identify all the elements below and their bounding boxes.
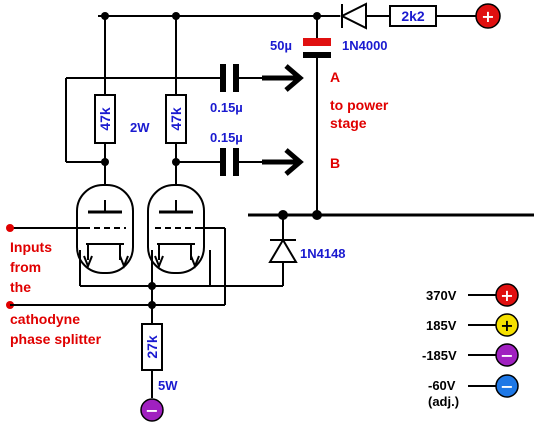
resistor-47k-right-label: 47k bbox=[168, 107, 184, 131]
diode-1n4000-label: 1N4000 bbox=[342, 38, 388, 53]
inputs-label-line2: from bbox=[10, 259, 41, 275]
resistor-2k2-label: 2k2 bbox=[401, 8, 425, 24]
capacitor-50u-label: 50µ bbox=[270, 38, 292, 53]
negative-supply-terminal: − bbox=[140, 398, 164, 422]
minus-icon: − bbox=[500, 377, 513, 396]
legend-label: 185V bbox=[426, 318, 457, 333]
plus-icon: + bbox=[500, 316, 513, 335]
inputs-label-line4: cathodyne bbox=[10, 311, 80, 327]
valve-right bbox=[147, 184, 205, 274]
legend-item-370v: 370V + bbox=[426, 283, 519, 307]
inputs-label-line1: Inputs bbox=[10, 239, 52, 255]
legend-label: -60V bbox=[428, 378, 456, 393]
valve-left bbox=[76, 184, 134, 274]
junction-dot bbox=[172, 158, 180, 166]
output-b-arrow bbox=[262, 148, 304, 176]
capacitor-015u-top-label: 0.15µ bbox=[210, 100, 243, 115]
power-rating-2w: 2W bbox=[130, 120, 150, 135]
inputs-label-line5: phase splitter bbox=[10, 331, 102, 347]
input-node-dot bbox=[6, 224, 14, 232]
capacitor-015u-bottom-plate-a bbox=[220, 148, 226, 176]
inputs-label-line3: the bbox=[10, 279, 31, 295]
capacitor-015u-top-plate-b bbox=[233, 64, 239, 92]
capacitor-015u-bottom-label: 0.15µ bbox=[210, 130, 243, 145]
resistor-2k2: 2k2 bbox=[389, 5, 437, 27]
resistor-27k-label: 27k bbox=[144, 335, 160, 359]
legend-label: -185V bbox=[422, 348, 457, 363]
power-rating-5w: 5W bbox=[158, 378, 178, 393]
capacitor-015u-top-plate-a bbox=[220, 64, 226, 92]
plus-icon: + bbox=[500, 286, 513, 305]
capacitor-50u-negative-plate bbox=[303, 52, 331, 58]
legend-label: 370V bbox=[426, 288, 457, 303]
output-a-label: A bbox=[330, 69, 340, 85]
resistor-27k: 27k bbox=[141, 323, 163, 371]
minus-icon: − bbox=[500, 346, 513, 365]
diode-1n4148 bbox=[268, 238, 298, 263]
junction-dot bbox=[101, 158, 109, 166]
resistor-47k-left-label: 47k bbox=[97, 107, 113, 131]
resistor-47k-left: 47k bbox=[94, 94, 116, 144]
output-description-line2: stage bbox=[330, 115, 367, 131]
voltage-legend: 370V + 185V + -185V − -60V (adj.) − bbox=[422, 283, 519, 409]
capacitor-50u-positive-plate bbox=[303, 38, 331, 46]
plus-icon: + bbox=[481, 7, 494, 26]
legend-item-minus-185v: -185V − bbox=[422, 343, 519, 367]
output-a-arrow bbox=[262, 64, 304, 92]
minus-icon: − bbox=[145, 401, 158, 420]
diode-1n4000 bbox=[339, 2, 367, 30]
diode-1n4148-label: 1N4148 bbox=[300, 246, 346, 261]
output-description-line1: to power bbox=[330, 97, 389, 113]
junction-dot bbox=[312, 210, 322, 220]
capacitor-015u-bottom-plate-b bbox=[233, 148, 239, 176]
legend-item-minus-60v: -60V (adj.) − bbox=[428, 374, 519, 409]
positive-supply-terminal: + bbox=[475, 3, 501, 29]
resistor-47k-right: 47k bbox=[165, 94, 187, 144]
legend-sublabel: (adj.) bbox=[428, 394, 459, 409]
legend-item-185v: 185V + bbox=[426, 313, 519, 337]
output-b-label: B bbox=[330, 155, 340, 171]
